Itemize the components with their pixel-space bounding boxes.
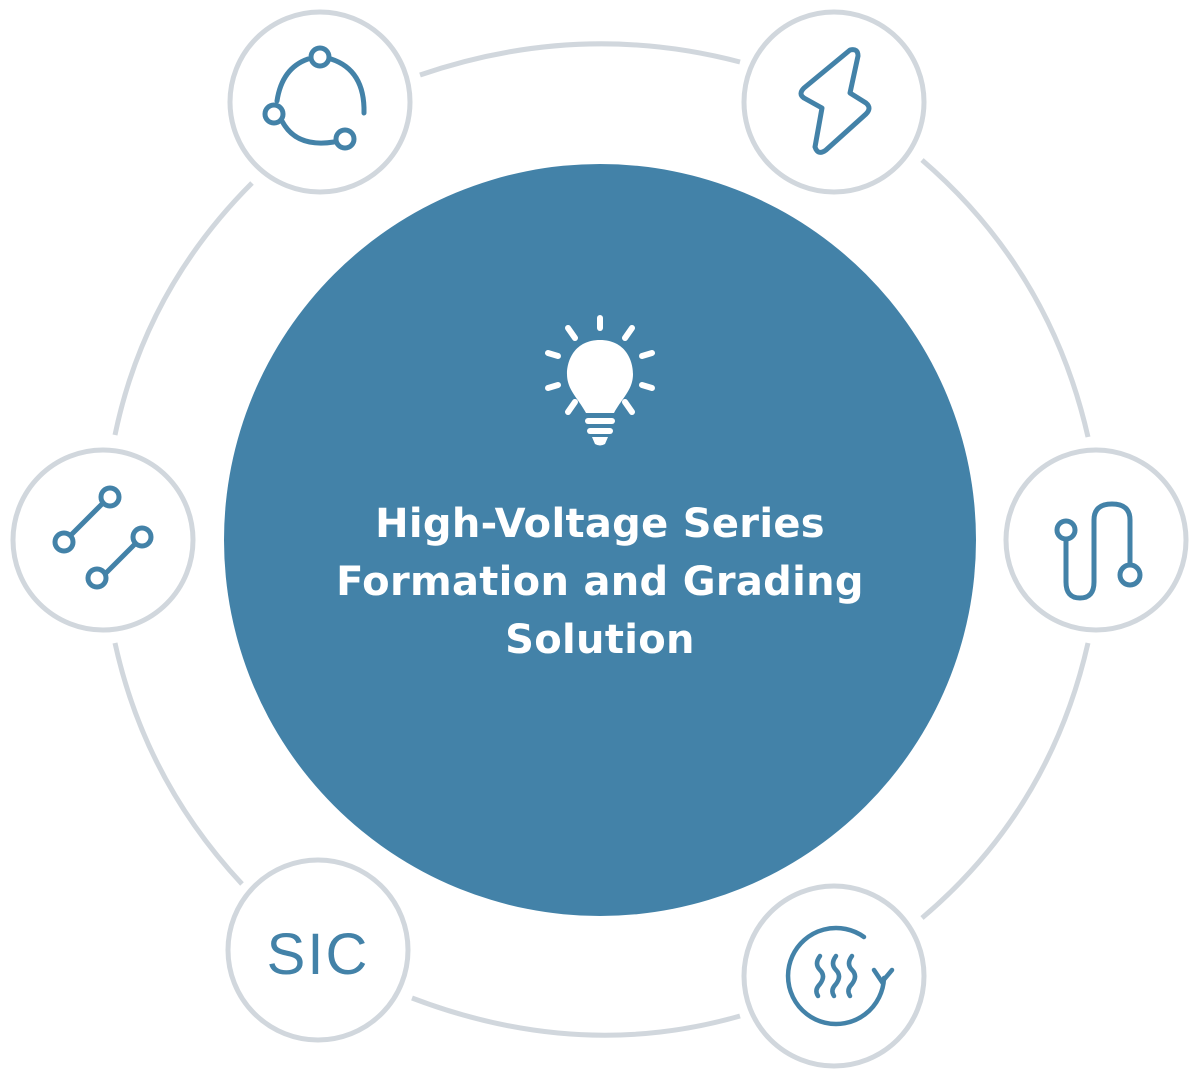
ring-arc-top-left (112, 181, 254, 436)
center-title-line-3: Solution (505, 617, 695, 663)
node-left (10, 447, 196, 633)
ring-arc-top-right (920, 158, 1091, 438)
ring-arc-bottom (411, 995, 741, 1038)
center-title-line-1: High-Voltage Series (375, 501, 825, 547)
node-top-right (741, 9, 927, 195)
node-bottom-left (225, 857, 411, 1043)
center-title: High-Voltage Series Formation and Gradin… (300, 495, 900, 669)
sic-label: SIC (267, 922, 370, 987)
lightning-bolt-icon (798, 47, 872, 155)
node-top-left (227, 9, 413, 195)
heat-cycle-icon (785, 925, 895, 1027)
node-bottom-right (741, 883, 927, 1069)
serpentine-path-icon (1054, 501, 1143, 601)
ring-arc-bottom-right (920, 642, 1091, 920)
ring-arc-bottom-left (112, 642, 244, 886)
lightbulb-icon (545, 315, 655, 446)
cycle-nodes-icon (262, 45, 367, 151)
center-circle (224, 164, 976, 916)
sic-text-icon: SIC (267, 922, 370, 987)
ring-arc-top (419, 41, 741, 78)
link-nodes-icon (52, 485, 154, 590)
center-title-line-2: Formation and Grading (336, 559, 864, 605)
outer-ring (112, 41, 1091, 1038)
